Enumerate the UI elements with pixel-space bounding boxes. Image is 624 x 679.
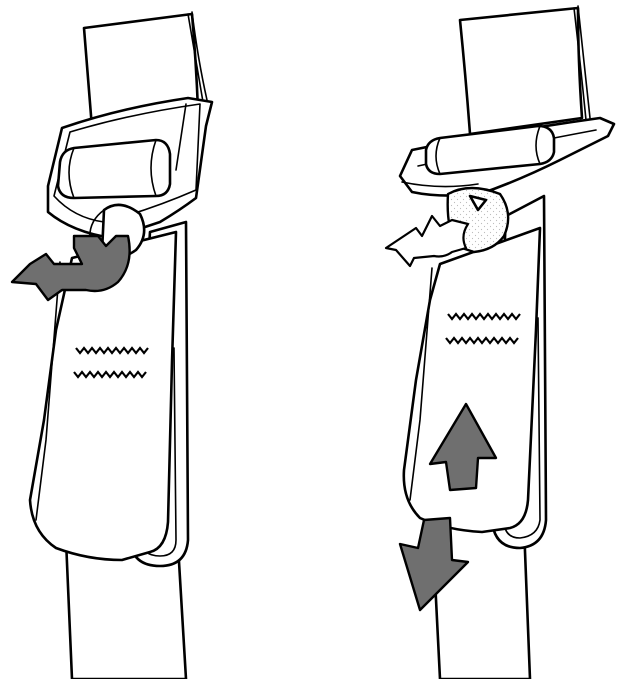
left-panel (12, 12, 212, 679)
right-panel (386, 6, 614, 679)
belt-upper-strap-right (460, 8, 582, 134)
